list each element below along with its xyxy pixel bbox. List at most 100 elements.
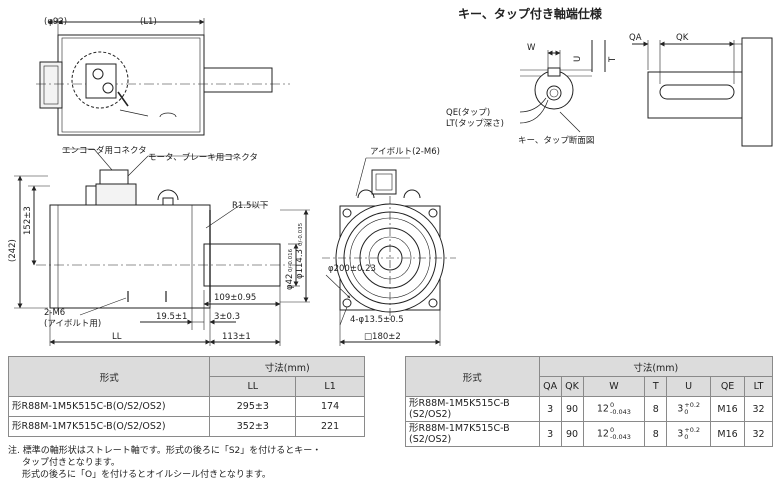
square-label: □180±2 <box>364 332 401 342</box>
section-label: キー、タップ断面図 <box>518 135 594 146</box>
model-name: 形R88M-1M5K515C-B <box>409 398 510 409</box>
dim-109-label: 109±0.95 <box>214 293 256 303</box>
model-cell: 形R88M-1M5K515C-B(O/S2/OS2) <box>7 396 211 417</box>
qe-cell: M16 <box>710 396 746 422</box>
column-u: U <box>666 376 712 397</box>
ll-label: LL <box>112 332 122 342</box>
phi42-label: φ42 <box>285 274 295 290</box>
lt-cell: 32 <box>744 396 773 422</box>
l1-cell: 221 <box>295 416 365 437</box>
model-name: 形R88M-1M7K515C-B <box>409 423 510 434</box>
column-qa: QA <box>538 376 562 397</box>
t-label: T <box>608 56 618 63</box>
key-shaft-detail <box>519 40 606 133</box>
w-cell: 120-0.043 <box>582 396 646 422</box>
u-label: U <box>573 56 583 62</box>
key-side-view <box>632 37 773 147</box>
u-value: 3 <box>677 428 684 440</box>
front-view <box>322 157 456 346</box>
w-value: 12 <box>596 403 609 415</box>
column-qk: QK <box>560 376 584 397</box>
table-row: 形R88M-1M7K515C-B (S2/OS2) 3 90 120-0.043… <box>405 421 773 447</box>
u-lower-tolerance: 0 <box>684 433 689 441</box>
eyebolt-label: アイボルト(2-M6) <box>370 147 440 157</box>
qe-cell: M16 <box>710 421 746 447</box>
column-t: T <box>644 376 668 397</box>
dim-3-label: 3±0.3 <box>214 312 240 322</box>
w-lower-tolerance: -0.043 <box>609 408 631 416</box>
table-row: 形R88M-1M7K515C-B(O/S2/OS2) 352±3 221 <box>7 416 365 437</box>
qa-cell: 3 <box>538 421 562 447</box>
m6-sub-label: (アイボルト用) <box>44 319 101 329</box>
table-subheader-row: QA QK W T U QE LT <box>406 376 773 397</box>
table-header-row: 形式 寸法(mm) <box>7 356 365 397</box>
w-upper-tolerance: 0 <box>609 426 615 434</box>
model-suffix: (S2/OS2) <box>409 434 452 445</box>
u-lower-tolerance: 0 <box>684 408 689 416</box>
qa-label: QA <box>629 33 642 43</box>
dim-242-label: (242) <box>8 239 18 262</box>
model-cell: 形R88M-1M5K515C-B (S2/OS2) <box>405 396 540 422</box>
w-cell: 120-0.043 <box>582 421 646 447</box>
qa-cell: 3 <box>538 396 562 422</box>
w-upper-tolerance: 0 <box>609 401 615 409</box>
u-upper-tolerance: +0.2 <box>684 401 701 409</box>
dimension-table-key-shaft: 形式 寸法(mm) QA QK W T U QE LT 形R88M-1M5K51… <box>405 356 774 447</box>
dimension-header: 寸法(mm) <box>209 356 365 377</box>
phi114-label: φ114.3 <box>295 249 305 279</box>
r15-label: R1.5以下 <box>232 201 269 211</box>
w-value: 12 <box>596 428 609 440</box>
note-line-1: 注. 標準の軸形状はストレート軸です。形式の後ろに「S2」を付けるとキー・ <box>8 446 322 456</box>
lt-cell: 32 <box>744 421 773 447</box>
motor-dimension-drawing: (φ92) (L1) キー、タップ付き軸端仕様 W U T QE(タップ) LT… <box>8 6 773 346</box>
column-l1: L1 <box>295 376 365 397</box>
m6-label: 2-M6 <box>44 308 65 318</box>
qk-cell: 90 <box>560 421 584 447</box>
dim-152-label: 152±3 <box>23 206 33 235</box>
qe-label: QE(タップ) <box>446 108 490 118</box>
dim-195-label: 19.5±1 <box>156 312 187 322</box>
column-w: W <box>582 376 646 397</box>
keyed-shaft-title: キー、タップ付き軸端仕様 <box>458 6 603 21</box>
note-line-2: タップ付きとなります。 <box>22 458 120 468</box>
phi92-label: (φ92) <box>44 17 67 27</box>
u-value: 3 <box>677 403 684 415</box>
w-label: W <box>527 43 536 53</box>
top-view <box>36 18 290 136</box>
l1-label: (L1) <box>140 17 157 27</box>
column-ll: LL <box>209 376 297 397</box>
column-qe: QE <box>710 376 746 397</box>
table-row: 形R88M-1M5K515C-B(O/S2/OS2) 295±3 174 <box>7 396 365 417</box>
model-header: 形式 <box>7 356 211 397</box>
ll-cell: 295±3 <box>209 396 297 417</box>
w-lower-tolerance: -0.043 <box>609 433 631 441</box>
model-cell: 形R88M-1M7K515C-B(O/S2/OS2) <box>7 416 211 437</box>
t-cell: 8 <box>644 421 668 447</box>
phi114-tolerance: 0/-0.035 <box>298 222 304 246</box>
motor-connector-label: モータ、ブレーキ用コネクタ <box>148 152 258 163</box>
lt-label: LT(タップ深さ) <box>446 119 504 129</box>
phi200-label: φ200±0.23 <box>328 264 376 274</box>
side-view <box>14 148 310 346</box>
model-suffix: (S2/OS2) <box>409 409 452 420</box>
u-upper-tolerance: +0.2 <box>684 426 701 434</box>
table-row: 形R88M-1M5K515C-B (S2/OS2) 3 90 120-0.043… <box>405 396 773 422</box>
model-cell: 形R88M-1M7K515C-B (S2/OS2) <box>405 421 540 447</box>
dimension-table-ll-l1: 形式 寸法(mm) LL L1 形R88M-1M5K515C-B(O/S2/OS… <box>7 356 365 437</box>
ll-cell: 352±3 <box>209 416 297 437</box>
qk-cell: 90 <box>560 396 584 422</box>
phi42-tolerance: 0/-0.016 <box>288 248 294 272</box>
table-header-row: 形式 寸法(mm) <box>405 356 774 397</box>
holes-label: 4-φ13.5±0.5 <box>350 315 404 325</box>
dimension-header: 寸法(mm) <box>538 356 774 377</box>
column-lt: LT <box>744 376 773 397</box>
note-line-3: 形式の後ろに「O」を付けるとオイルシール付きとなります。 <box>22 470 271 480</box>
encoder-connector-label: エンコーダ用コネクタ <box>62 145 147 156</box>
t-cell: 8 <box>644 396 668 422</box>
l1-cell: 174 <box>295 396 365 417</box>
model-header: 形式 <box>405 356 540 397</box>
qk-label: QK <box>676 33 689 43</box>
dim-113-label: 113±1 <box>222 332 251 342</box>
